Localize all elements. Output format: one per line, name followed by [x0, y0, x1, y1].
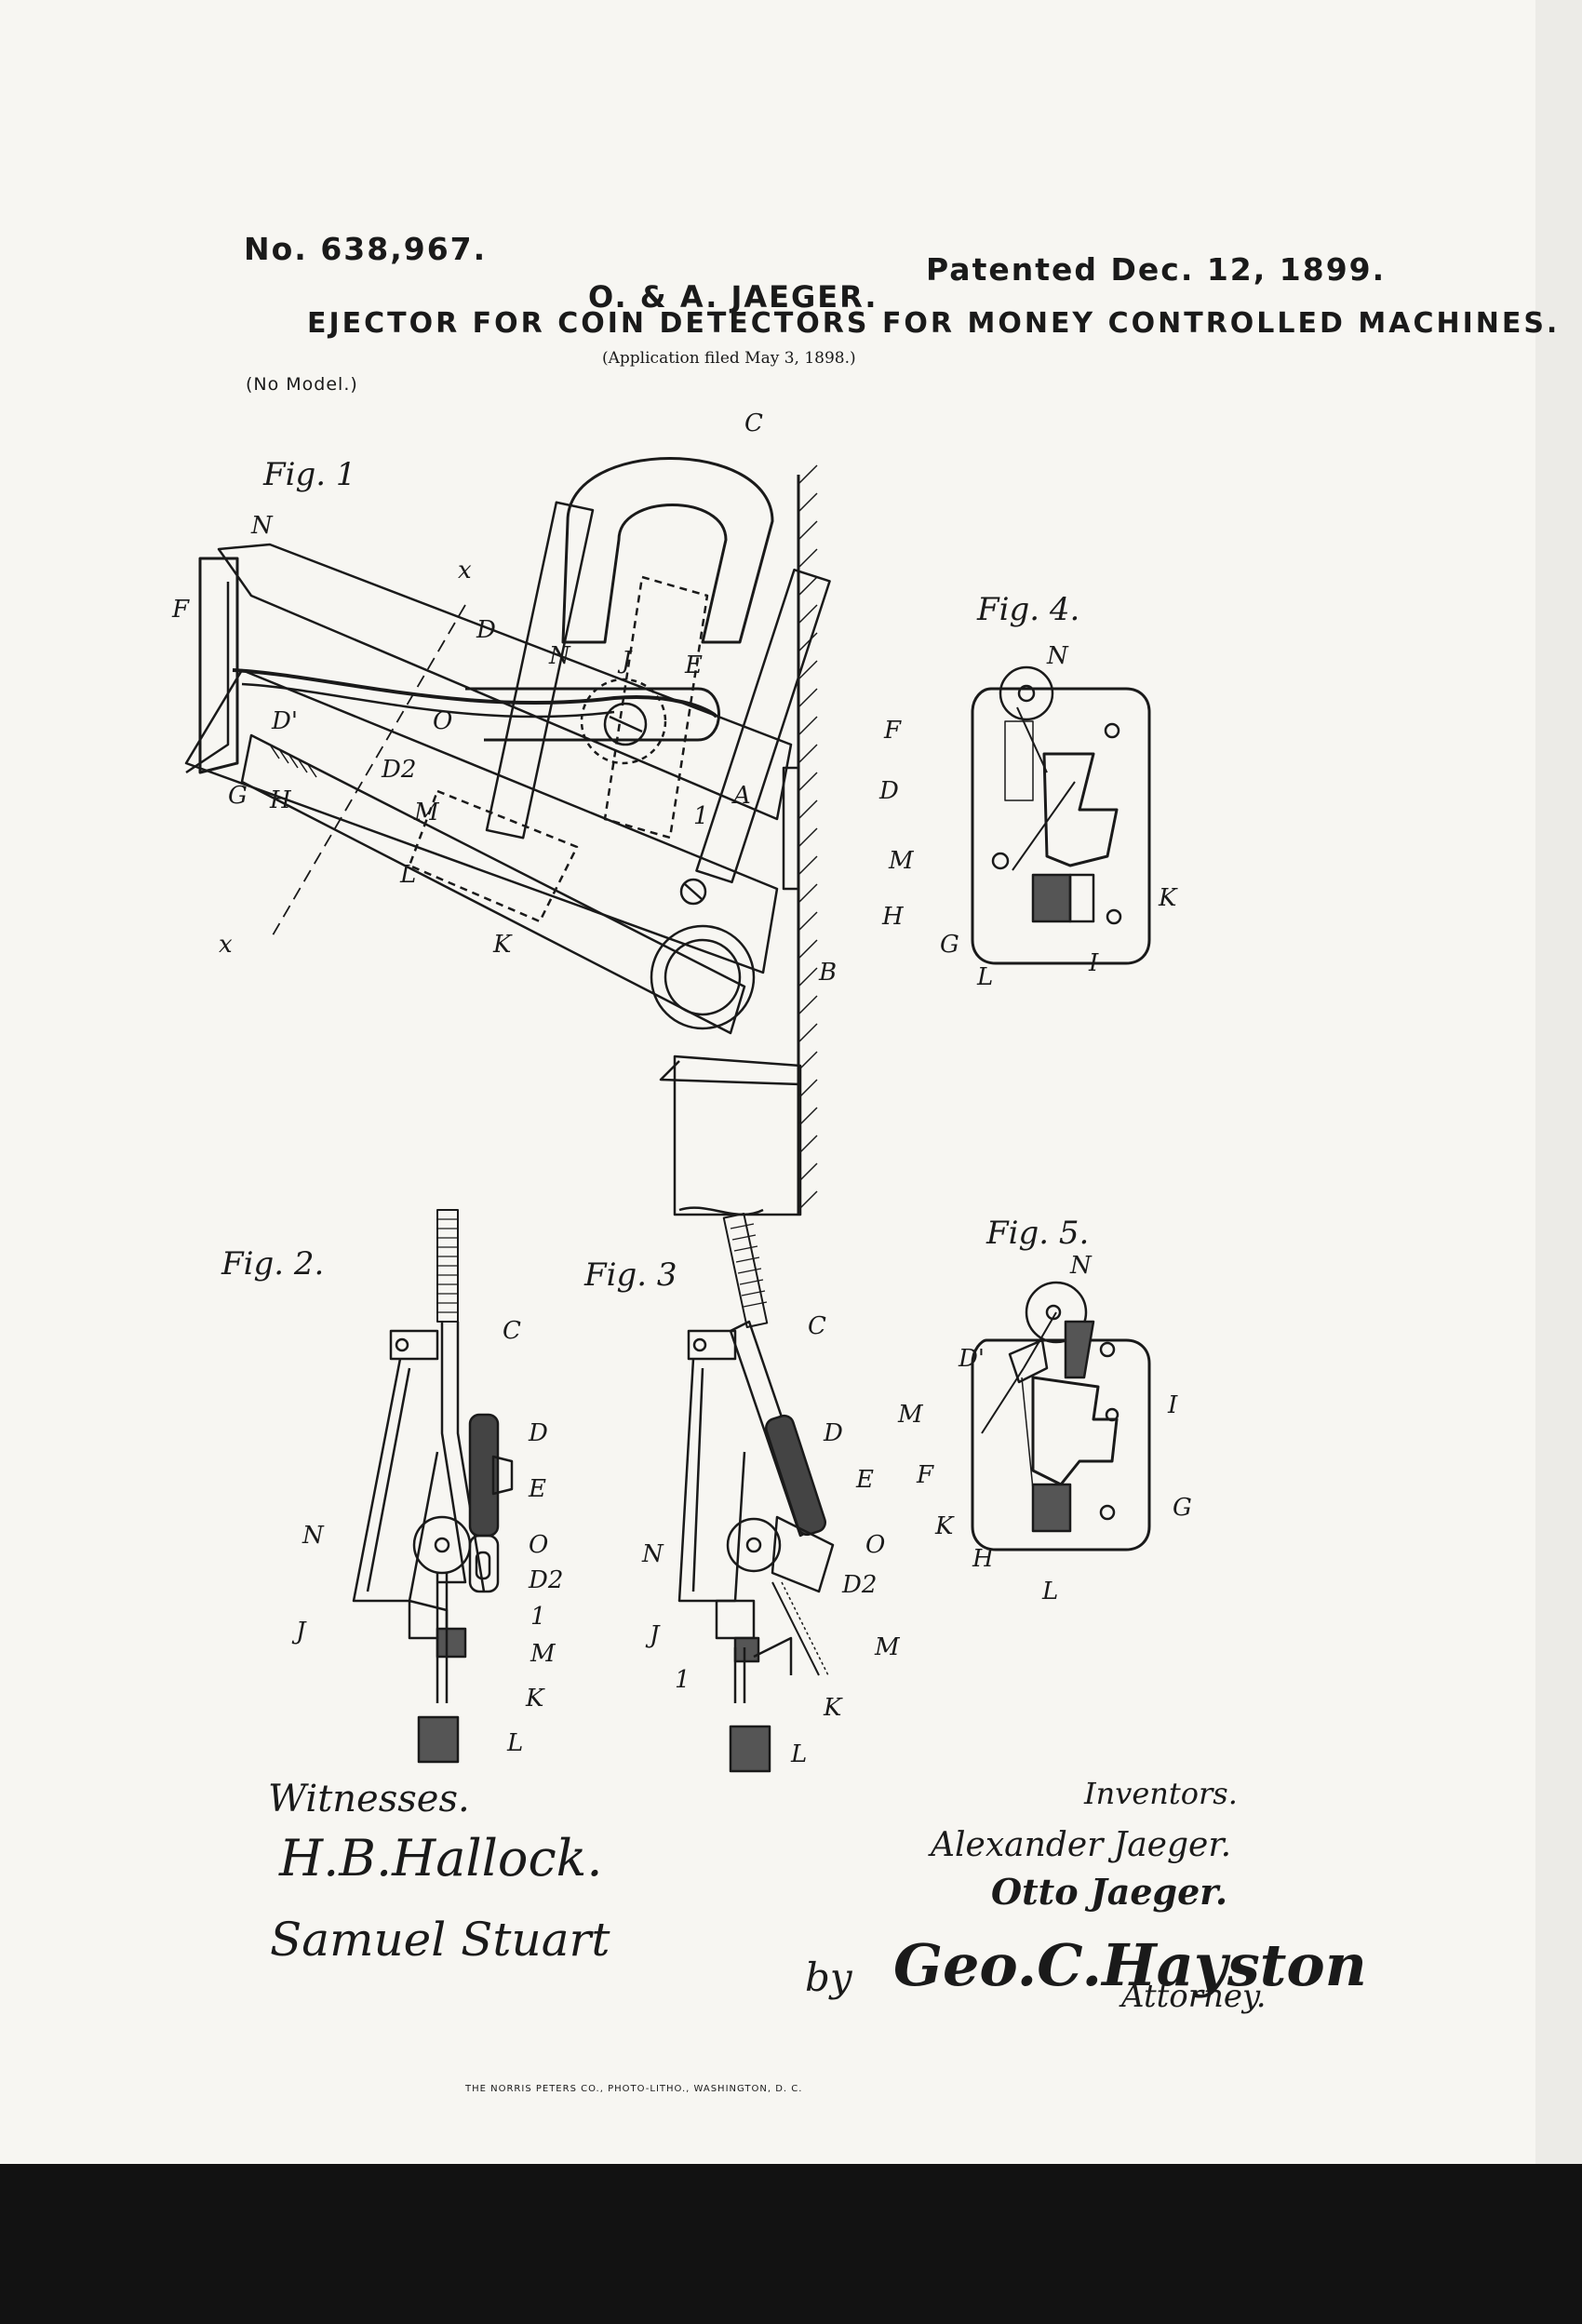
fig1-label-c: C: [744, 410, 763, 437]
fig5-label-i: I: [1168, 1391, 1178, 1419]
figure-5-label: Fig. 5.: [986, 1215, 1090, 1252]
fig3-label-o: O: [865, 1531, 886, 1559]
fig4-label-g: G: [940, 931, 959, 959]
fig2-label-l: L: [507, 1729, 524, 1757]
fig2-label-k: K: [526, 1685, 544, 1713]
fig3-label-l: L: [791, 1740, 808, 1768]
fig4-label-f: F: [884, 717, 902, 745]
fig3-label-d2: D2: [842, 1571, 878, 1599]
fig1-label-n-top: N: [251, 512, 273, 540]
no-model-note: (No Model.): [246, 374, 358, 395]
patent-title: EJECTOR FOR COIN DETECTORS FOR MONEY CON…: [307, 307, 1561, 340]
attorney-label: Attorney.: [1121, 1978, 1267, 2015]
fig5-label-m: M: [898, 1401, 923, 1429]
fig1-label-l: L: [400, 861, 417, 889]
fig1-label-h: H: [270, 786, 291, 814]
by-label: by: [805, 1955, 852, 2000]
fig5-label-h: H: [972, 1545, 994, 1573]
fig2-label-j: J: [296, 1618, 306, 1646]
figure-5-drawing: [971, 1281, 1151, 1552]
figure-4-drawing: [971, 665, 1151, 965]
fig1-label-d2: D2: [382, 756, 417, 784]
fig1-label-d-prime: D': [272, 707, 298, 735]
fig5-label-g: G: [1173, 1494, 1192, 1522]
fig1-label-1: 1: [693, 802, 709, 830]
patent-date: Patented Dec. 12, 1899.: [926, 251, 1387, 288]
inventor-names-header: O. & A. JAEGER.: [588, 279, 878, 315]
fig4-label-l: L: [977, 963, 994, 991]
fig1-label-e: E: [685, 652, 703, 679]
fig5-label-k: K: [935, 1512, 954, 1540]
attorney-signature: Geo.C.Hayston: [893, 1931, 1367, 1999]
fig5-label-l: L: [1042, 1578, 1059, 1605]
patent-drawings: [184, 457, 1151, 1773]
fig1-label-x-bottom: x: [219, 931, 233, 959]
fig3-label-e: E: [856, 1466, 874, 1494]
fig3-label-j: J: [650, 1621, 660, 1649]
fig2-label-e: E: [529, 1475, 546, 1503]
figure-4-label: Fig. 4.: [977, 591, 1080, 628]
fig5-label-f: F: [917, 1461, 934, 1489]
fig1-label-o: O: [433, 707, 453, 735]
figure-1-label: Fig. 1: [263, 456, 356, 493]
fig1-label-k: K: [493, 931, 512, 959]
patent-number: No. 638,967.: [244, 231, 488, 267]
fig1-label-n: N: [549, 642, 570, 670]
fig3-label-d: D: [824, 1419, 843, 1447]
fig1-label-a: A: [733, 782, 751, 810]
fig1-label-f: F: [172, 596, 190, 624]
inventor-signature-1: Alexander Jaeger.: [931, 1826, 1232, 1864]
fig4-label-h: H: [882, 903, 904, 931]
fig1-label-d: D: [476, 616, 496, 644]
printer-imprint: THE NORRIS PETERS CO., PHOTO-LITHO., WAS…: [465, 2084, 803, 2094]
fig5-label-d-prime: D': [959, 1345, 985, 1373]
fig1-label-m: M: [414, 799, 439, 826]
application-filed: (Application filed May 3, 1898.): [602, 349, 856, 368]
figure-3-label: Fig. 3: [584, 1256, 677, 1294]
fig3-label-n: N: [642, 1540, 664, 1568]
fig3-label-m: M: [875, 1633, 900, 1661]
fig4-label-i: I: [1089, 949, 1099, 977]
figure-1-drawing: [184, 457, 831, 1216]
fig4-label-d: D: [879, 777, 899, 805]
inventor-signature-2: Otto Jaeger.: [991, 1871, 1228, 1913]
witness-signature-2: Samuel Stuart: [270, 1913, 610, 1967]
fig2-label-m: M: [530, 1640, 556, 1668]
fig1-label-x-top: x: [458, 557, 472, 584]
page-edge-shadow: [1535, 0, 1582, 2164]
fig2-label-o: O: [529, 1531, 549, 1559]
fig4-label-k: K: [1159, 884, 1177, 912]
fig4-label-n: N: [1047, 642, 1068, 670]
fig2-label-1: 1: [530, 1603, 546, 1631]
fig3-label-c: C: [808, 1312, 826, 1340]
fig2-label-d2: D2: [529, 1566, 564, 1594]
fig2-label-n: N: [302, 1522, 324, 1550]
fig4-label-m: M: [889, 847, 914, 875]
fig2-label-c: C: [503, 1317, 521, 1345]
fig1-label-b: B: [819, 959, 838, 987]
figure-2-label: Fig. 2.: [221, 1245, 325, 1283]
fig3-label-k: K: [824, 1694, 842, 1722]
fig1-label-g: G: [228, 782, 248, 810]
witness-signature-1: H.B.Hallock.: [279, 1829, 603, 1887]
witnesses-label: Witnesses.: [268, 1778, 470, 1820]
fig3-label-1: 1: [675, 1666, 690, 1694]
figure-3-drawing: [677, 1213, 835, 1773]
fig2-label-d: D: [529, 1419, 548, 1447]
figure-2-drawing: [352, 1209, 514, 1764]
inventors-label: Inventors.: [1084, 1776, 1238, 1811]
scan-border-bottom: [0, 2164, 1582, 2324]
fig1-label-j: J: [622, 647, 632, 675]
fig5-label-n: N: [1070, 1252, 1092, 1280]
